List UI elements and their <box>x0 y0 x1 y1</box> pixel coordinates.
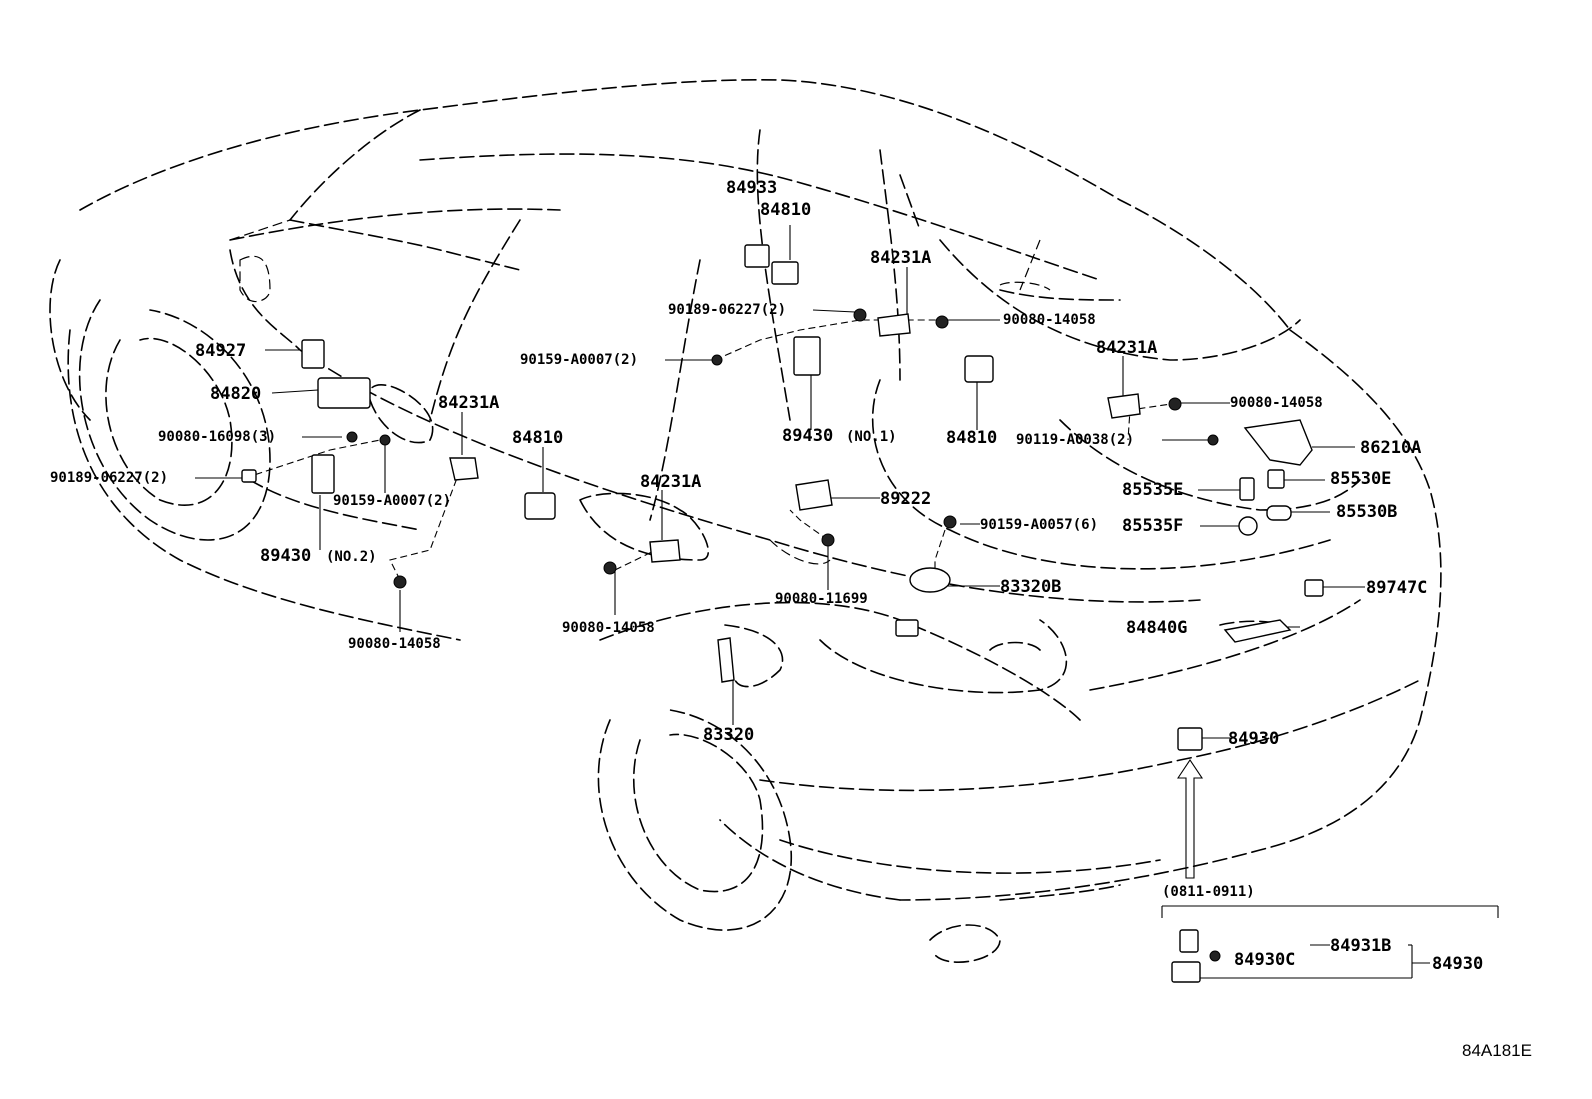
label-84927: 84927 <box>195 341 247 361</box>
label-84231a-d: 84231A <box>640 472 702 492</box>
part-90080-16098 <box>346 431 358 443</box>
part-84231a-b <box>1107 393 1141 419</box>
part-85535f <box>1238 516 1258 536</box>
part-glyphs <box>241 244 1324 983</box>
part-84840g <box>1223 619 1292 643</box>
part-83320b <box>909 567 951 593</box>
label-89430-b: 89430 <box>260 546 312 566</box>
label-86210a: 86210A <box>1360 438 1422 458</box>
label-90189-06227-a: 90189-06227(2) <box>668 302 787 318</box>
diagram-code: 84A181E <box>1462 1041 1532 1060</box>
label-84810-b: 84810 <box>946 428 998 448</box>
label-85530e: 85530E <box>1330 469 1392 489</box>
part-84231a-d <box>649 539 681 563</box>
part-84810-c <box>524 492 556 520</box>
label-84231a-a: 84231A <box>870 248 932 268</box>
label-90159-a0007-b: 90159-A0007(2) <box>333 493 452 509</box>
label-84930-b: 84930 <box>1432 954 1484 974</box>
label-89747c: 89747C <box>1366 578 1428 598</box>
part-90189-06227-a <box>853 308 867 322</box>
part-90159-a0007-b <box>379 434 391 446</box>
label-84810-a: 84810 <box>760 200 812 220</box>
part-84810-a <box>771 261 799 285</box>
label-84930c: 84930C <box>1234 950 1296 970</box>
label-90119-a0038: 90119-A0038(2) <box>1016 432 1135 448</box>
label-0811-0911: (0811-0911) <box>1162 884 1255 900</box>
label-90159-a0057: 90159-A0057(6) <box>980 517 1099 533</box>
label-89430-b-no: (NO.2) <box>326 549 377 565</box>
part-89222 <box>795 479 833 511</box>
label-83320: 83320 <box>703 725 755 745</box>
part-90119-a0038 <box>1207 434 1219 446</box>
part-89747c <box>1304 579 1324 597</box>
label-85535e: 85535E <box>1122 480 1184 500</box>
label-90080-14058-c: 90080-14058 <box>348 636 441 652</box>
label-90189-06227-b: 90189-06227(2) <box>50 470 169 486</box>
part-86210a <box>1243 419 1313 466</box>
part-90080-14058-c <box>393 575 407 589</box>
part-84930-a <box>1177 727 1203 751</box>
part-84927 <box>301 339 325 369</box>
label-90159-a0007-a: 90159-A0007(2) <box>520 352 639 368</box>
part-83320b-connector <box>895 619 919 637</box>
part-84820 <box>317 377 371 409</box>
label-84231a-c: 84231A <box>438 393 500 413</box>
part-84231a-a <box>877 313 911 337</box>
part-89430-no2 <box>311 454 335 494</box>
label-90080-14058-a: 90080-14058 <box>1003 312 1096 328</box>
label-84933: 84933 <box>726 178 778 198</box>
part-90080-14058-b <box>1168 397 1182 411</box>
part-85535e <box>1239 477 1255 501</box>
label-89430-a: 89430 <box>782 426 834 446</box>
label-85535f: 85535F <box>1122 516 1184 536</box>
part-84810-b <box>964 355 994 383</box>
part-85530b <box>1266 505 1292 521</box>
part-84930-b <box>1171 961 1201 983</box>
label-90080-14058-b: 90080-14058 <box>1230 395 1323 411</box>
part-90159-a0007-a <box>711 354 723 366</box>
part-90189-06227-b <box>241 469 257 483</box>
label-84810-c: 84810 <box>512 428 564 448</box>
label-84930-a: 84930 <box>1228 729 1280 749</box>
part-85530e <box>1267 469 1285 489</box>
label-83320b: 83320B <box>1000 577 1062 597</box>
label-84931b: 84931B <box>1330 936 1392 956</box>
part-84231a-c <box>449 457 479 481</box>
label-90080-16098: 90080-16098(3) <box>158 429 277 445</box>
label-89222: 89222 <box>880 489 932 509</box>
part-83320 <box>717 637 735 683</box>
label-85530b: 85530B <box>1336 502 1398 522</box>
label-84231a-b: 84231A <box>1096 338 1158 358</box>
part-90159-a0057 <box>943 515 957 529</box>
part-90080-14058-d <box>603 561 617 575</box>
part-84930c <box>1209 950 1221 962</box>
label-89430-a-no: (NO.1) <box>846 429 897 445</box>
label-90080-14058-d: 90080-14058 <box>562 620 655 636</box>
label-90080-11699: 90080-11699 <box>775 591 868 607</box>
part-90080-14058-a <box>935 315 949 329</box>
part-90080-11699 <box>821 533 835 547</box>
part-89430-no1 <box>793 336 821 376</box>
part-84931b <box>1179 929 1199 953</box>
part-84933 <box>744 244 770 268</box>
car-body-outline <box>49 79 1442 963</box>
label-84840g: 84840G <box>1126 618 1188 638</box>
label-84820: 84820 <box>210 384 262 404</box>
leader-lines <box>195 225 1499 979</box>
